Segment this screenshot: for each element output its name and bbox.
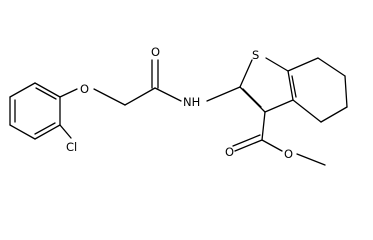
atom-label-chlorine: Cl	[66, 140, 77, 154]
bond-ring-a-double-2	[34, 122, 56, 135]
atom-label-ether-oxygen: O	[80, 82, 89, 96]
bond-cyclohexene-3	[344, 75, 348, 108]
bond-ester-carbonyl-1	[234, 139, 263, 152]
bond-thiophene-c3a-c3	[264, 99, 294, 113]
atom-label-ester-carbonyl-oxygen: O	[225, 145, 234, 159]
atom-label-sulfur: S	[252, 48, 259, 62]
atom-label-ester-oxygen: O	[284, 147, 293, 161]
atom-label-amide-nh: NH	[183, 95, 200, 109]
bond-ring-to-ether-oxygen	[59, 88, 78, 98]
bond-nh-to-thiophene	[206, 86, 241, 102]
atom-label-amide-carbonyl-oxygen: O	[151, 45, 160, 59]
bond-ch2-to-carbonyl	[124, 87, 156, 106]
bond-ester-carbon-to-oxygen	[261, 139, 283, 152]
bond-ring-a-3	[34, 124, 61, 140]
bond-thiophene-c2-s	[239, 59, 253, 88]
bond-ring-a-1	[34, 82, 61, 98]
bond-c3-to-ester-carbon	[261, 111, 266, 141]
bond-ether-oxygen-to-ch2	[93, 88, 126, 106]
bond-ring-a-double-1	[35, 87, 57, 100]
bond-cyclohexene-4	[320, 106, 348, 123]
bond-thiophene-c7a-c3a	[287, 70, 294, 101]
chemical-structure-diagram: Cl O O NH S O O	[9, 45, 348, 166]
bond-thiophene-double-1	[242, 88, 262, 108]
bond-ring-a-4	[9, 124, 36, 140]
bond-carbonyl-to-nh	[154, 87, 182, 102]
bond-thiophene-s-c7a	[265, 57, 289, 72]
bond-ring-to-chlorine	[59, 124, 72, 139]
bond-ester-carbonyl-2	[232, 134, 261, 147]
bond-ring-a-6	[9, 82, 36, 98]
atom-labels: Cl O O NH S O O	[66, 45, 293, 161]
bond-thiophene-double-2	[291, 75, 297, 98]
bond-thiophene-c3-c2	[239, 86, 266, 113]
structure-canvas: Cl O O NH S O O	[9, 45, 348, 166]
bond-cyclohexene-2	[317, 57, 346, 77]
bond-cyclohexene-5	[292, 99, 322, 123]
bond-lines	[9, 57, 348, 166]
bond-cyclohexene-1	[287, 57, 319, 72]
bond-ester-oxygen-to-methyl	[296, 153, 326, 166]
